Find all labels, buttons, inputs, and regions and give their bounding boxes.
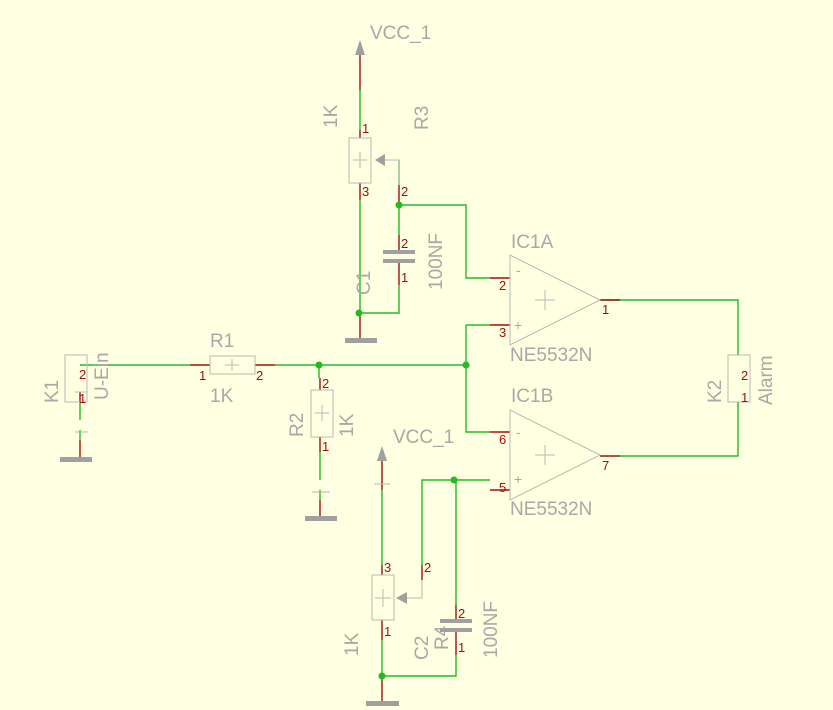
pin-label: 2: [256, 368, 263, 383]
pin-label: 7: [602, 458, 609, 473]
pin-label: 2: [458, 606, 465, 621]
name-label: R2: [287, 413, 308, 437]
pin-label: 3: [362, 184, 369, 199]
connector-k2[interactable]: 2 1 K2 Alarm: [705, 354, 777, 405]
junction: [395, 201, 403, 209]
ground-symbol: [305, 516, 337, 521]
name-label: R1: [210, 331, 234, 352]
name-label: C2: [412, 636, 433, 660]
value-label: 100NF: [481, 601, 502, 658]
value-label: 1K: [321, 104, 342, 128]
pin-label: 3: [384, 560, 391, 575]
pin-label: 1: [401, 270, 408, 285]
opamp-ic1b[interactable]: IC1B NE5532N - + 6 5 7: [499, 386, 609, 520]
capacitor-c1[interactable]: 2 1 C1 100NF: [354, 233, 447, 295]
pin-label: 2: [79, 367, 86, 382]
pin-label: 1: [458, 640, 465, 655]
name-label: IC1B: [511, 386, 553, 407]
plus-sign: +: [514, 471, 522, 487]
pin-label: 1: [322, 439, 329, 454]
resistor-r1[interactable]: R1 1K 1 2: [199, 331, 263, 407]
wires: [79, 90, 739, 677]
pin-label: 1: [741, 390, 748, 405]
pin-label: 2: [741, 368, 748, 383]
pin-label: 2: [401, 184, 408, 199]
opamp-ic1a[interactable]: IC1A NE5532N - + 2 3 1: [499, 232, 609, 366]
pin-label: 6: [499, 432, 506, 447]
resistor-r4[interactable]: 3 2 1 1K R4: [342, 483, 453, 656]
value-label: 1K: [342, 632, 363, 656]
pin-label: 1: [199, 368, 206, 383]
supply-label: VCC_1: [370, 23, 431, 44]
vcc-arrow-icon: [355, 40, 365, 55]
ground-symbol: [60, 457, 92, 462]
value-label: U-Ein: [92, 352, 113, 400]
value-label: 1K: [210, 386, 234, 407]
pin-label: 2: [401, 236, 408, 251]
pin-label: 3: [499, 325, 506, 340]
name-label: R3: [412, 106, 433, 130]
junction: [355, 309, 363, 317]
junction: [315, 361, 323, 369]
value-label: 100NF: [426, 233, 447, 290]
ground-symbol: [366, 701, 399, 706]
pin-label: 2: [499, 278, 506, 293]
pin-label: 2: [322, 376, 329, 391]
connector-k1[interactable]: 2 1 K1 U-Ein: [42, 352, 113, 433]
pin-label: 1: [362, 121, 369, 136]
pin-label: 2: [424, 560, 431, 575]
minus-sign: -: [516, 424, 521, 440]
ground-symbol: [345, 338, 377, 343]
pin-label: 1: [384, 624, 391, 639]
junctions: [315, 201, 470, 680]
minus-sign: -: [516, 262, 521, 278]
name-label: K2: [705, 380, 726, 403]
vcc-arrow-icon: [377, 446, 387, 461]
pin-label: 1: [602, 302, 609, 317]
name-label: K1: [42, 380, 63, 403]
resistor-r2[interactable]: 2 1 R2 1K: [287, 376, 358, 493]
name-label: C1: [354, 271, 375, 295]
pin-label: 1: [79, 391, 86, 406]
pin-stubs: [79, 55, 620, 703]
value-label: NE5532N: [510, 499, 592, 520]
junction: [450, 476, 458, 484]
value-label: 1K: [337, 413, 358, 437]
plus-sign: +: [514, 317, 522, 333]
capacitor-c2[interactable]: 2 1 C2 100NF: [412, 601, 502, 660]
value-label: NE5532N: [510, 345, 592, 366]
value-label: Alarm: [756, 355, 777, 405]
junction: [462, 361, 470, 369]
name-label: IC1A: [511, 232, 554, 253]
resistor-r3[interactable]: 1 3 2 1K R3: [321, 104, 433, 199]
pin-label: 5: [499, 480, 506, 495]
supply-label: VCC_1: [393, 427, 454, 448]
junction: [378, 672, 386, 680]
